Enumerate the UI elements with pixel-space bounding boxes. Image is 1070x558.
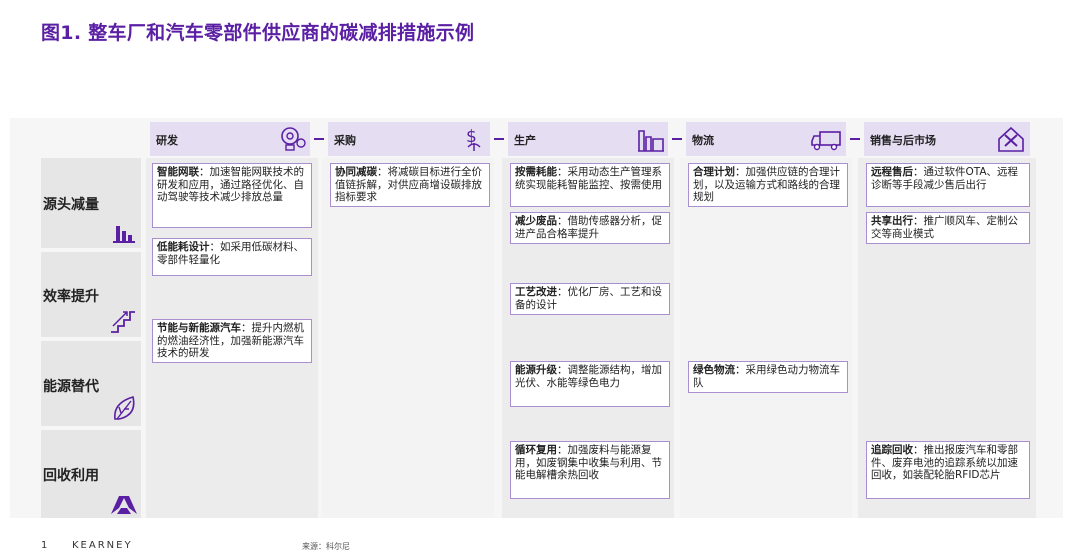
measure-text: ：通过软件OTA、远程诊断等手段减少售后出行 <box>871 166 1019 191</box>
row-label: 效率提升 <box>43 289 99 305</box>
measure-card-process-improvement: 工艺改进：优化厂房、工艺和设备的设计 <box>510 283 670 315</box>
measure-title: 合理计划 <box>693 166 735 178</box>
measure-title: 远程售后 <box>871 166 913 178</box>
stage-connector <box>850 138 860 140</box>
measure-card-rational-planning: 合理计划：加强供应链的合理计划，以及运输方式和路线的合理规划 <box>688 163 848 207</box>
measure-text: ：加强废料与能源复用，如废钢集中收集与利用、节能电解槽余热回收 <box>515 444 662 481</box>
measure-title: 能源升级 <box>515 364 557 376</box>
measure-card-shared-mobility: 共享出行：推广顺风车、定制公交等商业模式 <box>866 212 1030 244</box>
stage-connector <box>314 138 324 140</box>
page-title: 图1. 整车厂和汽车零部件供应商的碳减排措施示例 <box>41 22 475 44</box>
measure-card-reduce-waste: 减少废品：借助传感器分析，促进产品合格率提升 <box>510 212 670 244</box>
lightbulb-gear-icon <box>281 127 306 151</box>
measure-card-smart-connected: 智能网联：加速智能网联技术的研发和应用，通过路径优化、自动驾驶等技术减少排放总量 <box>152 163 312 228</box>
measure-title: 节能与新能源汽车 <box>157 322 241 334</box>
stage-label: 研发 <box>156 134 178 147</box>
measure-card-green-logistics: 绿色物流：采用绿色动力物流车队 <box>688 361 848 393</box>
measure-card-low-energy-design: 低能耗设计：如采用低碳材料、零部件轻量化 <box>152 238 312 276</box>
dollar-plant-icon: $ <box>466 127 481 151</box>
row-header-energy-substitution: 能源替代 <box>41 341 141 426</box>
measure-card-remote-after-sales: 远程售后：通过软件OTA、远程诊断等手段减少售后出行 <box>866 163 1030 207</box>
measure-text: ：推广顺风车、定制公交等商业模式 <box>871 215 1018 240</box>
measure-card-circular-reuse: 循环复用：加强废料与能源复用，如废钢集中收集与利用、节能电解槽余热回收 <box>510 441 670 499</box>
measure-title: 共享出行 <box>871 215 913 227</box>
svg-text:$: $ <box>466 127 477 147</box>
page-number: 1 <box>41 540 48 551</box>
stage-header-purchase: 采购 $ <box>328 122 490 156</box>
column-logistics-bg <box>680 158 852 518</box>
measure-text: ：如采用低碳材料、零部件轻量化 <box>157 241 304 266</box>
measure-text: ：借助传感器分析，促进产品合格率提升 <box>515 215 662 240</box>
stage-label: 采购 <box>334 134 356 147</box>
measure-text: ：提升内燃机的燃油经济性，加强新能源汽车技术的研发 <box>157 322 304 359</box>
source-note: 来源：科尔尼 <box>302 542 350 551</box>
measure-title: 低能耗设计 <box>157 241 210 253</box>
measure-card-collaborative-carbon: 协同减碳：将减碳目标进行全价值链拆解，对供应商增设碳排放指标要求 <box>330 163 490 207</box>
measure-text: ：加强供应链的合理计划，以及运输方式和路线的合理规划 <box>693 166 840 203</box>
factory-icon <box>638 130 664 152</box>
row-label: 回收利用 <box>43 468 99 484</box>
row-header-source-reduction: 源头减量 <box>41 158 141 248</box>
stage-connector <box>494 138 504 140</box>
measure-card-energy-upgrade: 能源升级：调整能源结构，增加光伏、水能等绿色电力 <box>510 361 670 407</box>
row-header-recycling: 回收利用 <box>41 430 141 518</box>
measure-card-tracking-recycling: 追踪回收：推出报废汽车和零部件、废弃电池的追踪系统以加速回收，如装配轮胎RFID… <box>866 441 1030 499</box>
stage-header-logistics: 物流 <box>686 122 846 156</box>
stage-header-production: 生产 <box>508 122 668 156</box>
measure-title: 工艺改进 <box>515 286 557 298</box>
measure-title: 按需耗能 <box>515 166 557 178</box>
row-label: 源头减量 <box>43 197 99 213</box>
measure-text: ：采用绿色动力物流车队 <box>693 364 840 389</box>
row-label: 能源替代 <box>43 379 99 395</box>
stage-connector <box>672 138 682 140</box>
measure-card-on-demand-energy: 按需耗能：采用动态生产管理系统实现能耗智能监控、按需使用 <box>510 163 670 207</box>
measure-title: 智能网联 <box>157 166 199 178</box>
truck-icon <box>811 131 841 151</box>
stage-label: 物流 <box>692 134 714 147</box>
measure-text: ：推出报废汽车和零部件、废弃电池的追踪系统以加速回收，如装配轮胎RFID芯片 <box>871 444 1018 481</box>
house-tools-icon <box>998 126 1024 152</box>
stage-label: 生产 <box>514 134 536 147</box>
measure-text: ：将减碳目标进行全价值链拆解，对供应商增设碳排放指标要求 <box>335 166 482 203</box>
measure-title: 循环复用 <box>515 444 557 456</box>
measure-text: ：加速智能网联技术的研发和应用，通过路径优化、自动驾驶等技术减少排放总量 <box>157 166 304 203</box>
measure-title: 协同减碳 <box>335 166 377 178</box>
measure-title: 减少废品 <box>515 215 557 227</box>
measure-text: ：调整能源结构，增加光伏、水能等绿色电力 <box>515 364 662 389</box>
measure-card-new-energy-vehicles: 节能与新能源汽车：提升内燃机的燃油经济性，加强新能源汽车技术的研发 <box>152 319 312 363</box>
measure-title: 追踪回收 <box>871 444 913 456</box>
column-purchase-bg <box>322 158 494 518</box>
leaf-icon <box>114 395 135 420</box>
recycle-icon <box>111 496 137 514</box>
stage-header-rd: 研发 <box>150 122 310 156</box>
row-header-efficiency: 效率提升 <box>41 252 141 337</box>
stage-header-sales: 销售与后市场 <box>864 122 1030 156</box>
brand-logo-text: KEARNEY <box>72 540 133 551</box>
measure-text: ：优化厂房、工艺和设备的设计 <box>515 286 662 311</box>
stage-label: 销售与后市场 <box>870 134 936 147</box>
measure-text: ：采用动态生产管理系统实现能耗智能监控、按需使用 <box>515 166 662 191</box>
measure-title: 绿色物流 <box>693 364 735 376</box>
bar-chart-icon <box>113 226 135 243</box>
stairs-icon <box>111 311 135 333</box>
